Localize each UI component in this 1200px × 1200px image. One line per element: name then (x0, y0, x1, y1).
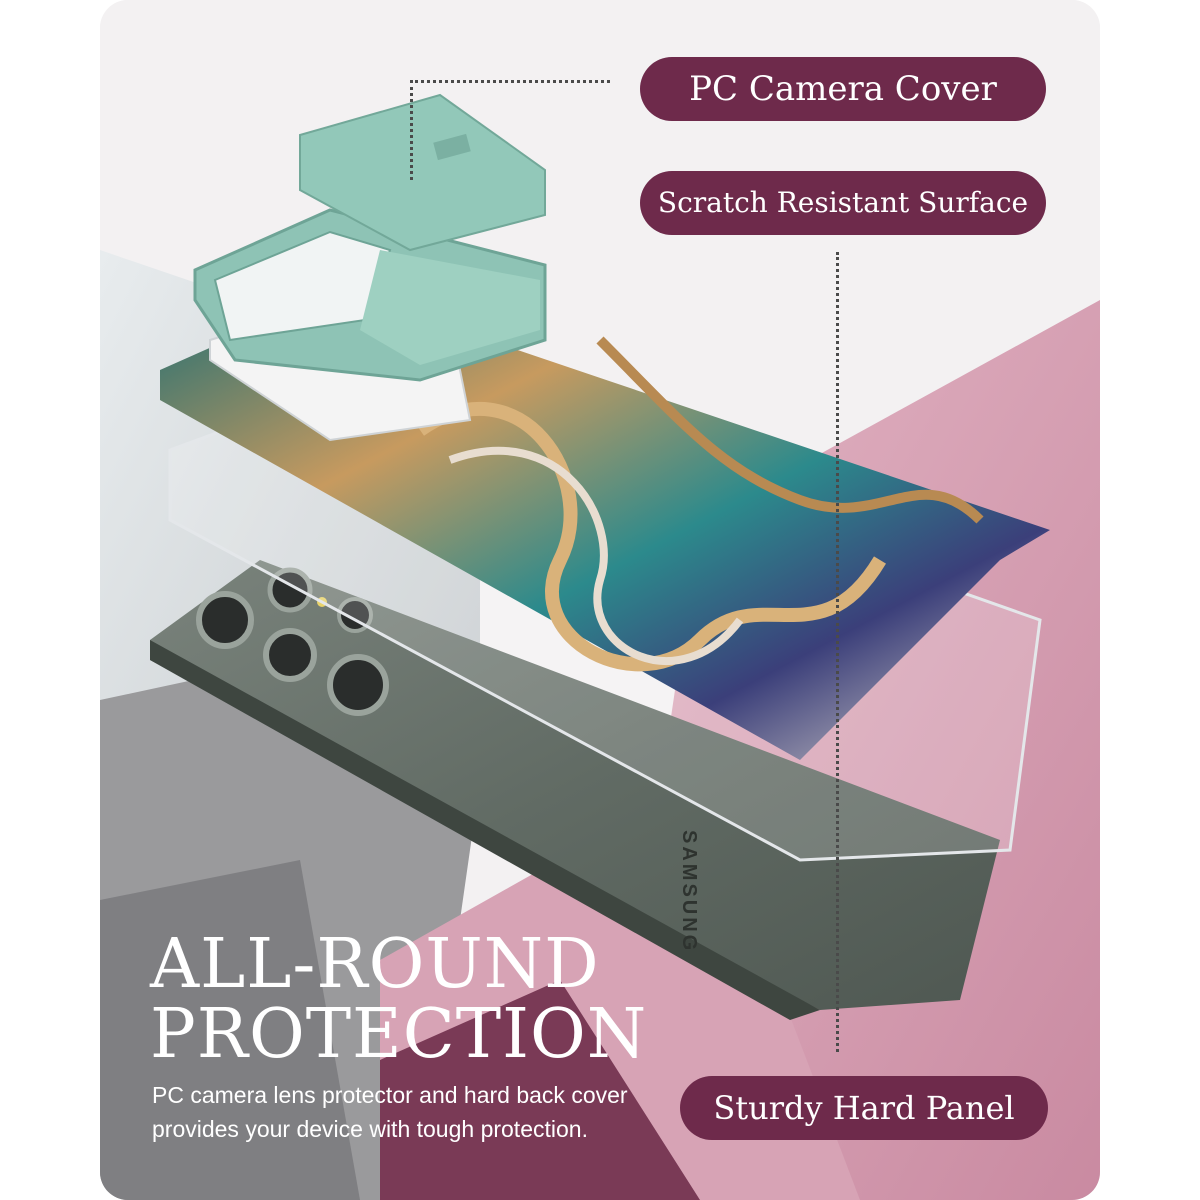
pointer-line-camera-vertical (410, 80, 413, 180)
headline-line-2: PROTECTION (150, 995, 648, 1074)
phone-brand-text: SAMSUNG (678, 830, 700, 954)
label-sturdy-hard-panel: Sturdy Hard Panel (680, 1076, 1048, 1140)
camera-lens-1 (196, 591, 254, 649)
headline-line-1: ALL-ROUND (150, 925, 600, 1004)
camera-cover-slider (299, 93, 546, 252)
camera-lens-3 (263, 628, 317, 682)
label-scratch-resistant-surface: Scratch Resistant Surface (640, 171, 1046, 235)
description-line-1: PC camera lens protector and hard back c… (152, 1082, 628, 1108)
pointer-line-camera-horizontal (410, 80, 610, 83)
label-pc-camera-cover: PC Camera Cover (640, 57, 1046, 121)
pointer-line-scratch (836, 252, 839, 1052)
camera-lens-4 (327, 654, 389, 716)
description-line-2: provides your device with tough protecti… (152, 1116, 588, 1142)
